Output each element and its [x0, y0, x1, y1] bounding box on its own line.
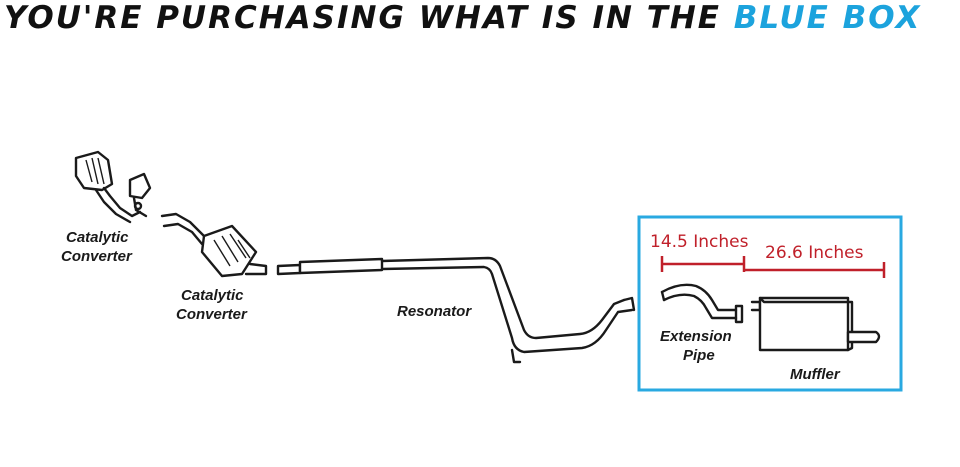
selection-box: [637, 215, 903, 392]
cat-converter-2-label-line1: Catalytic: [181, 287, 244, 304]
extension-pipe: [660, 283, 744, 324]
catalytic-converter-1: [74, 150, 152, 224]
headline-highlight: BLUE BOX: [733, 0, 922, 36]
extension-pipe-dimension: 14.5 Inches: [650, 232, 749, 252]
catalytic-converter-2: [160, 212, 268, 278]
extension-pipe-label-line2: Pipe: [683, 347, 715, 364]
muffler-dimension: 26.6 Inches: [765, 243, 864, 263]
resonator-label: Resonator: [397, 303, 472, 320]
headline: YOU'RE PURCHASING WHAT IS IN THE BLUE BO…: [4, 0, 956, 40]
resonator-pipe: [276, 256, 636, 364]
muffler: [750, 296, 881, 352]
cat-converter-1-label-line1: Catalytic: [66, 229, 129, 246]
extension-pipe-label-line1: Extension: [660, 328, 732, 345]
cat-converter-1-label-line2: Converter: [61, 248, 133, 265]
headline-text: YOU'RE PURCHASING WHAT IS IN THE: [4, 0, 734, 36]
dimension-lines: [660, 256, 886, 278]
cat-converter-2-label-line2: Converter: [176, 306, 248, 323]
muffler-label: Muffler: [790, 366, 841, 383]
